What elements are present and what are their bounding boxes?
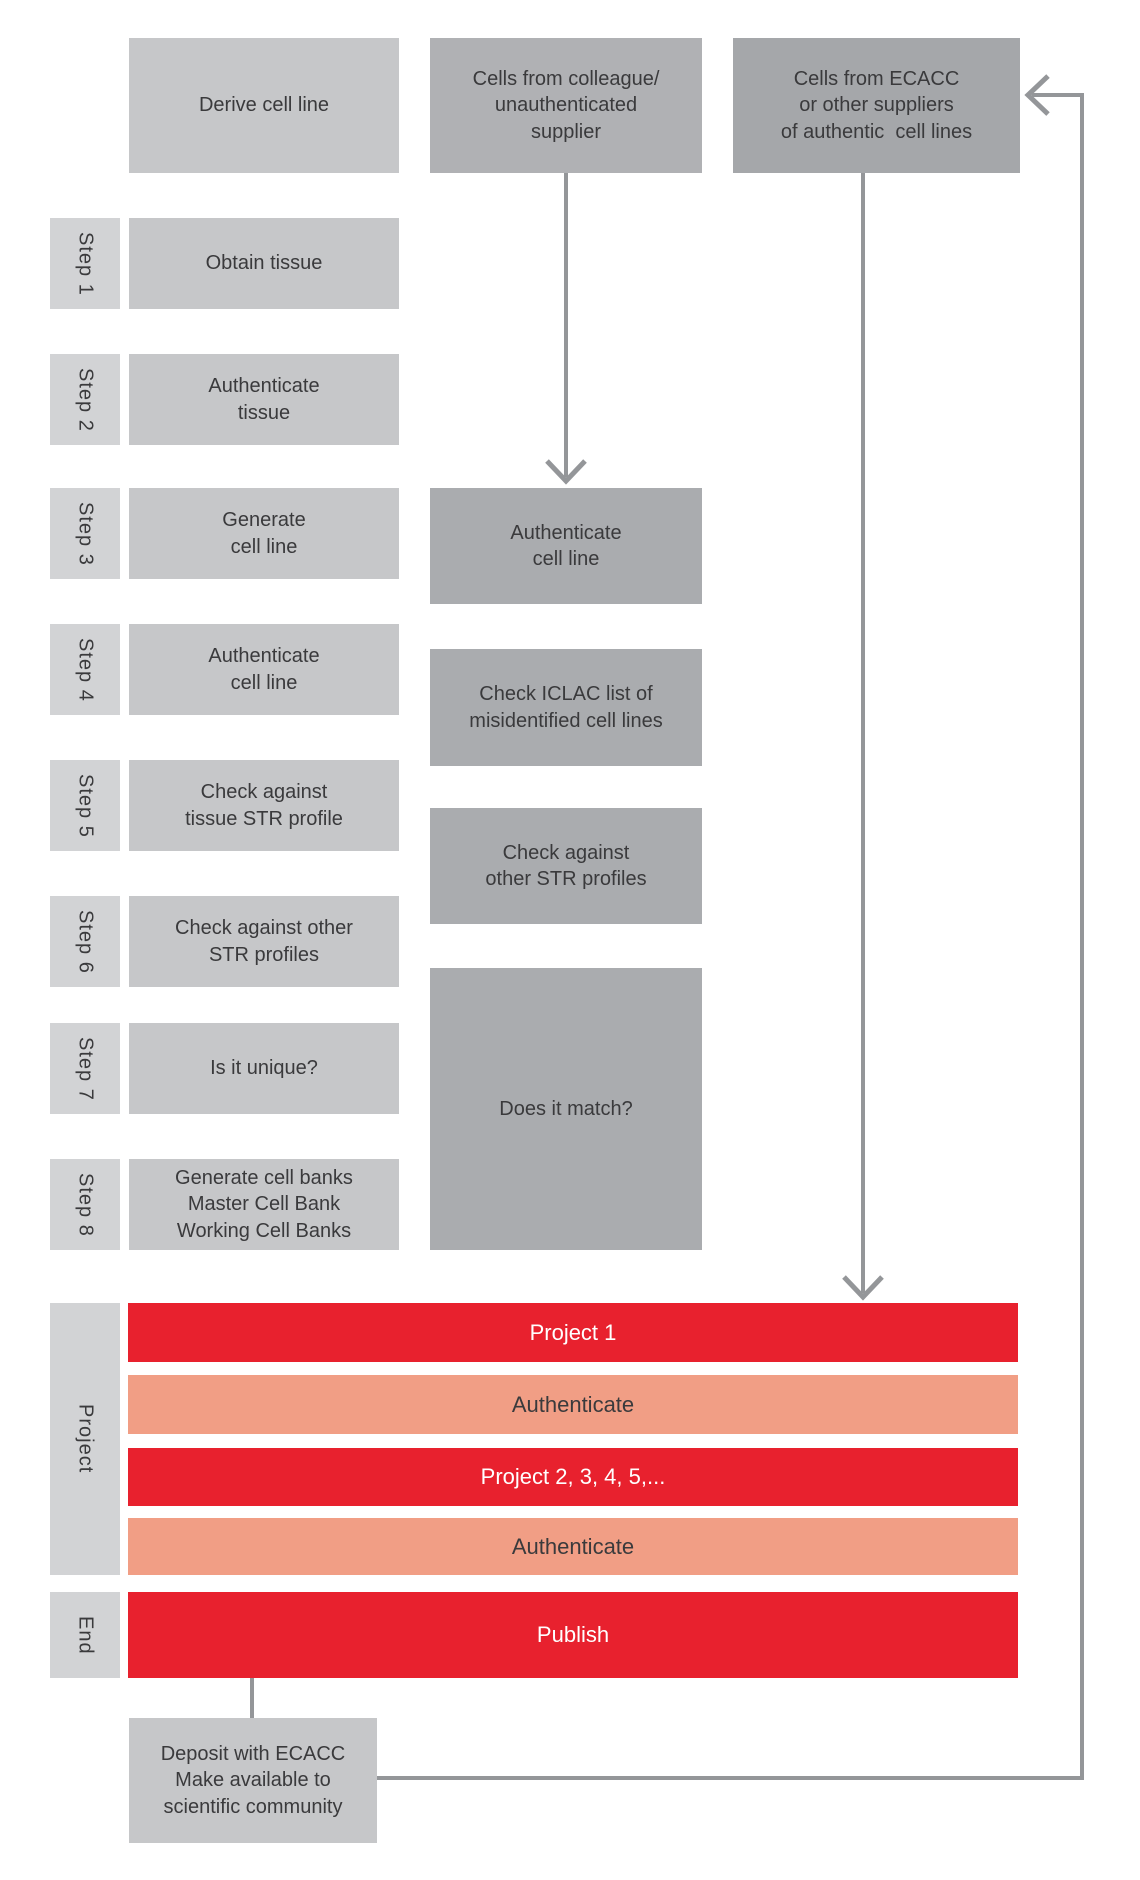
- step-4-label: Step 4: [50, 624, 120, 715]
- arrow-ecacc-to-project: [842, 173, 884, 1301]
- step-8-label: Step 8: [50, 1159, 120, 1250]
- middle-box-str-check: Check against other STR profiles: [430, 808, 702, 924]
- end-label-text: End: [74, 1615, 97, 1655]
- middle-box-iclac-check: Check ICLAC list of misidentified cell l…: [430, 649, 702, 766]
- colleague-supplier-box: Cells from colleague/ unauthenticated su…: [430, 38, 702, 173]
- step-4-label-text: Step 4: [74, 637, 97, 702]
- step-2-box: Authenticate tissue: [129, 354, 399, 445]
- step-5-label-text: Step 5: [74, 773, 97, 838]
- step-7-label: Step 7: [50, 1023, 120, 1114]
- step-7-label-text: Step 7: [74, 1036, 97, 1101]
- step-5-box: Check against tissue STR profile: [129, 760, 399, 851]
- project-label-text: Project: [74, 1404, 97, 1474]
- deposit-box: Deposit with ECACC Make available to sci…: [129, 1718, 377, 1843]
- step-4-box: Authenticate cell line: [129, 624, 399, 715]
- step-6-label: Step 6: [50, 896, 120, 987]
- bar-authenticate-1: Authenticate: [128, 1375, 1018, 1434]
- bar-authenticate-2: Authenticate: [128, 1518, 1018, 1575]
- step-1-label-text: Step 1: [74, 231, 97, 296]
- bar-project-1: Project 1: [128, 1303, 1018, 1362]
- middle-box-authenticate-cell-line: Authenticate cell line: [430, 488, 702, 604]
- step-1-box: Obtain tissue: [129, 218, 399, 309]
- bar-publish: Publish: [128, 1592, 1018, 1678]
- step-3-label: Step 3: [50, 488, 120, 579]
- step-3-box: Generate cell line: [129, 488, 399, 579]
- project-label: Project: [50, 1303, 120, 1575]
- ecacc-supplier-box: Cells from ECACC or other suppliers of a…: [733, 38, 1020, 173]
- step-1-label: Step 1: [50, 218, 120, 309]
- step-5-label: Step 5: [50, 760, 120, 851]
- arrow-colleague-to-authenticate: [545, 173, 587, 485]
- step-8-label-text: Step 8: [74, 1172, 97, 1237]
- step-6-label-text: Step 6: [74, 909, 97, 974]
- step-6-box: Check against other STR profiles: [129, 896, 399, 987]
- step-3-label-text: Step 3: [74, 501, 97, 566]
- bar-project-2: Project 2, 3, 4, 5,...: [128, 1448, 1018, 1506]
- derive-cell-line-box: Derive cell line: [129, 38, 399, 173]
- step-7-box: Is it unique?: [129, 1023, 399, 1114]
- middle-box-does-it-match: Does it match?: [430, 968, 702, 1250]
- step-2-label-text: Step 2: [74, 367, 97, 432]
- step-8-box: Generate cell banks Master Cell Bank Wor…: [129, 1159, 399, 1250]
- end-label: End: [50, 1592, 120, 1678]
- step-2-label: Step 2: [50, 354, 120, 445]
